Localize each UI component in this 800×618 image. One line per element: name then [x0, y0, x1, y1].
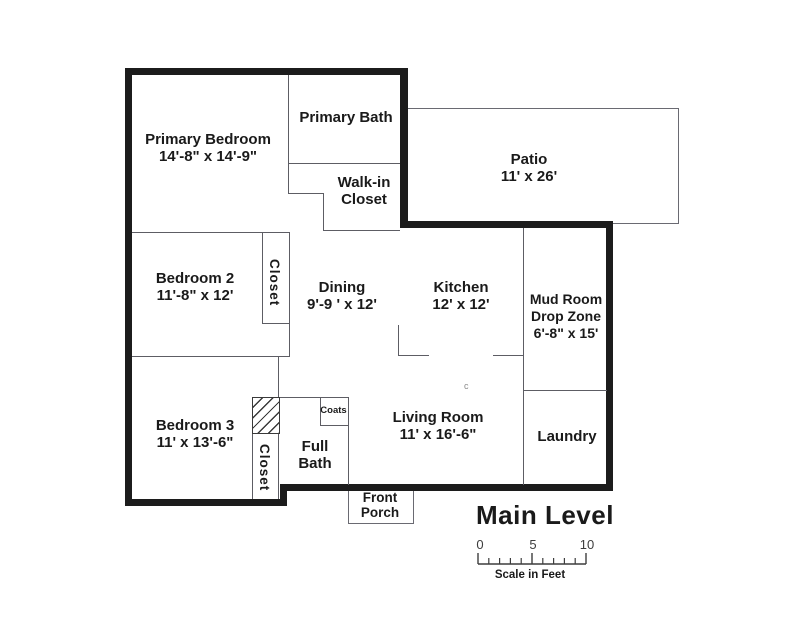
room-name: Drop Zone	[531, 308, 601, 324]
wall-walkin-closet-bottom	[323, 230, 400, 231]
wall-kitchen-stub-horizontal	[398, 355, 429, 356]
front-porch-outline	[348, 487, 414, 524]
room-label-laundry: Laundry	[527, 428, 607, 445]
wall-kitchen-mudroom-stub	[493, 355, 523, 356]
wall-coats-bottom	[320, 425, 349, 426]
scale-caption: Scale in Feet	[494, 569, 566, 581]
wall-mid-horizontal	[400, 221, 613, 228]
room-label-front-porch: Front Porch	[348, 490, 412, 520]
wall-coats-left	[320, 397, 321, 425]
room-name: Dining	[318, 279, 366, 296]
scan-artifact: c	[464, 381, 469, 391]
room-label-walk-in-closet: Walk-in Closet	[324, 174, 404, 208]
wall-closet-notch-side	[323, 193, 324, 231]
wall-fullbath-top	[278, 397, 349, 398]
wall-closet3-left	[252, 397, 253, 499]
room-name: Mud Room	[529, 291, 603, 307]
room-name: Primary Bath	[299, 109, 393, 126]
room-name: Bath	[298, 455, 332, 472]
room-dims: 11' x 13'-6"	[156, 434, 234, 451]
room-dims: 11' x 16'-6"	[399, 426, 477, 443]
wall-primary-bedroom-bath	[288, 75, 289, 193]
scale-tick-5: 5	[529, 537, 537, 552]
wall-bedroom2-bedroom3	[132, 356, 290, 357]
room-label-primary-bath: Primary Bath	[291, 109, 401, 126]
wall-right	[606, 221, 613, 491]
room-dims: 6'-8" x 15'	[533, 325, 599, 341]
room-label-full-bath: Full Bath	[280, 438, 350, 472]
room-label-bedroom-2: Bedroom 2 11'-8" x 12'	[110, 270, 280, 304]
room-name: Laundry	[537, 428, 597, 445]
room-label-bedroom-3-closet: Closet	[257, 444, 272, 492]
room-dims: 11'-8" x 12'	[156, 287, 234, 304]
room-name: Bedroom 3	[155, 417, 235, 434]
wall-upper-right	[400, 68, 408, 228]
scale-ruler	[477, 553, 587, 565]
room-name: Living Room	[392, 409, 484, 426]
room-name: Bedroom 2	[155, 270, 235, 287]
wall-bottom-left	[125, 499, 287, 506]
room-name: Porch	[360, 505, 400, 520]
wall-closet2-bottom	[262, 323, 290, 324]
wall-left	[125, 68, 132, 506]
wall-closet-notch-top	[288, 193, 323, 194]
room-label-living-room: Living Room 11' x 16'-6"	[360, 409, 516, 443]
room-label-primary-bedroom: Primary Bedroom 14'-8" x 14'-9"	[118, 131, 298, 165]
room-dims: 11' x 26'	[500, 168, 558, 185]
closet3-hatch	[252, 397, 280, 434]
room-label-bedroom-3: Bedroom 3 11' x 13'-6"	[110, 417, 280, 451]
room-name: Kitchen	[433, 279, 489, 296]
wall-mudroom-left	[523, 228, 524, 485]
room-label-bedroom-2-closet: Closet	[267, 259, 282, 307]
room-name: Full	[301, 438, 329, 455]
wall-closet2-right	[289, 232, 290, 356]
wall-primary-bedroom2	[132, 232, 289, 233]
wall-step	[280, 484, 287, 506]
patio-outline	[407, 108, 679, 224]
room-label-coats: Coats	[318, 406, 349, 416]
wall-kitchen-stub-vertical	[398, 325, 399, 356]
page-title: Main Level	[476, 500, 614, 530]
room-name: Coats	[320, 405, 347, 416]
room-label-mud-room: Mud Room Drop Zone 6'-8" x 15'	[522, 291, 610, 342]
room-dims: 12' x 12'	[432, 296, 490, 313]
room-label-patio: Patio 11' x 26'	[429, 151, 629, 185]
room-dims: 14'-8" x 14'-9"	[158, 148, 258, 165]
room-name: Primary Bedroom	[145, 131, 271, 148]
wall-closet2-left	[262, 232, 263, 323]
wall-bath-closet	[288, 163, 400, 164]
wall-mudroom-laundry	[523, 390, 607, 391]
wall-top	[125, 68, 408, 75]
scale-tick-10: 10	[579, 537, 595, 552]
room-dims: 9'-9 ' x 12'	[307, 296, 377, 313]
scale-tick-0: 0	[476, 537, 484, 552]
wall-bottom-right	[280, 484, 613, 491]
room-name: Patio	[510, 151, 548, 168]
wall-fullbath-right	[348, 397, 349, 485]
room-name: Closet	[341, 191, 387, 208]
room-label-kitchen: Kitchen 12' x 12'	[411, 279, 511, 313]
room-name: Walk-in	[337, 174, 391, 191]
room-name: Front	[362, 490, 398, 505]
room-label-dining: Dining 9'-9 ' x 12'	[292, 279, 392, 313]
